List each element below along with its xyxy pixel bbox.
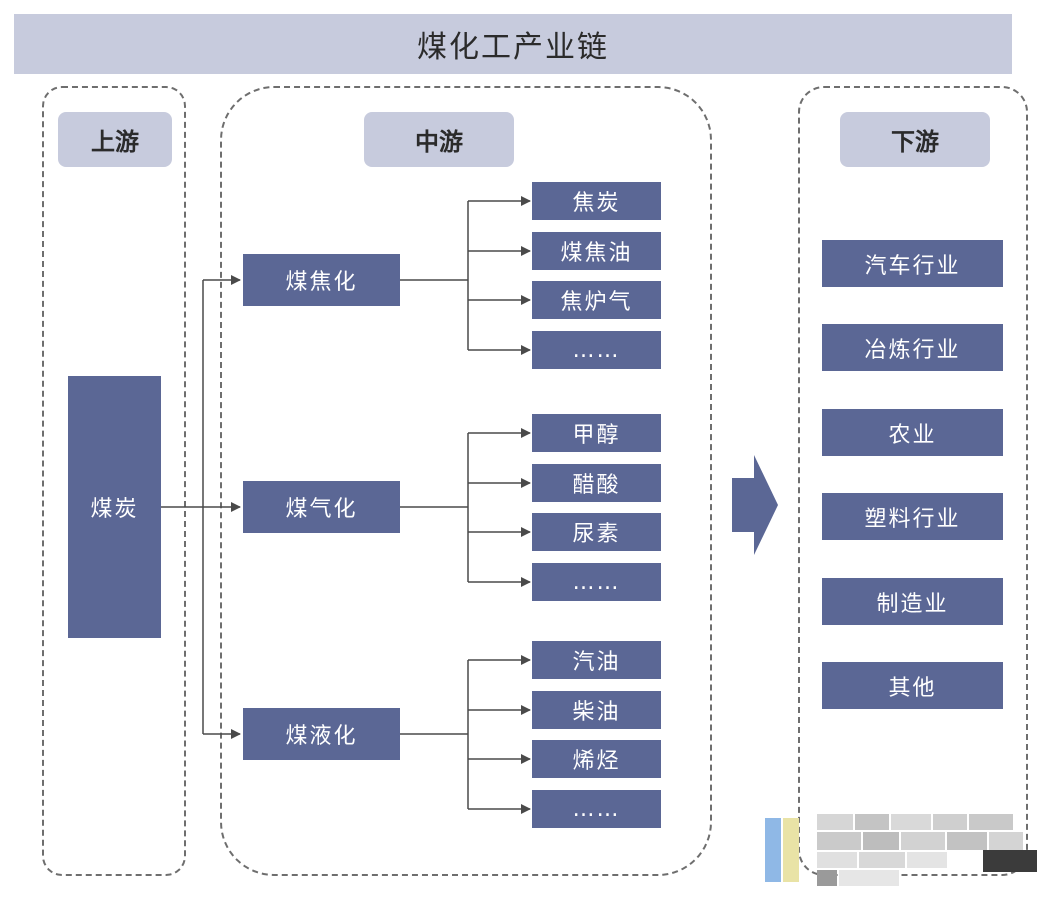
product-box: 尿素 [532, 513, 661, 551]
product-box: 焦炉气 [532, 281, 661, 319]
flow-arrow-icon [732, 455, 778, 555]
diagram-title: 煤化工产业链 [14, 14, 1012, 74]
blurred-watermark [765, 812, 1038, 892]
product-box: 烯烃 [532, 740, 661, 778]
product-box: …… [532, 563, 661, 601]
midstream-header: 中游 [364, 112, 514, 167]
product-box: 甲醇 [532, 414, 661, 452]
upstream-column [42, 86, 186, 876]
product-box: 汽油 [532, 641, 661, 679]
source-coal-box: 煤炭 [68, 376, 161, 638]
industry-box: 塑料行业 [822, 493, 1003, 540]
product-box: …… [532, 790, 661, 828]
downstream-column [798, 86, 1028, 876]
product-box: 柴油 [532, 691, 661, 729]
process-box-gasification: 煤气化 [243, 481, 400, 533]
industry-box: 农业 [822, 409, 1003, 456]
industry-box: 其他 [822, 662, 1003, 709]
downstream-header: 下游 [840, 112, 990, 167]
process-box-liquefaction: 煤液化 [243, 708, 400, 760]
product-box: 煤焦油 [532, 232, 661, 270]
process-box-coking: 煤焦化 [243, 254, 400, 306]
industry-box: 汽车行业 [822, 240, 1003, 287]
industry-box: 冶炼行业 [822, 324, 1003, 371]
midstream-column [220, 86, 712, 876]
product-box: 焦炭 [532, 182, 661, 220]
product-box: 醋酸 [532, 464, 661, 502]
product-box: …… [532, 331, 661, 369]
upstream-header: 上游 [58, 112, 172, 167]
industry-box: 制造业 [822, 578, 1003, 625]
